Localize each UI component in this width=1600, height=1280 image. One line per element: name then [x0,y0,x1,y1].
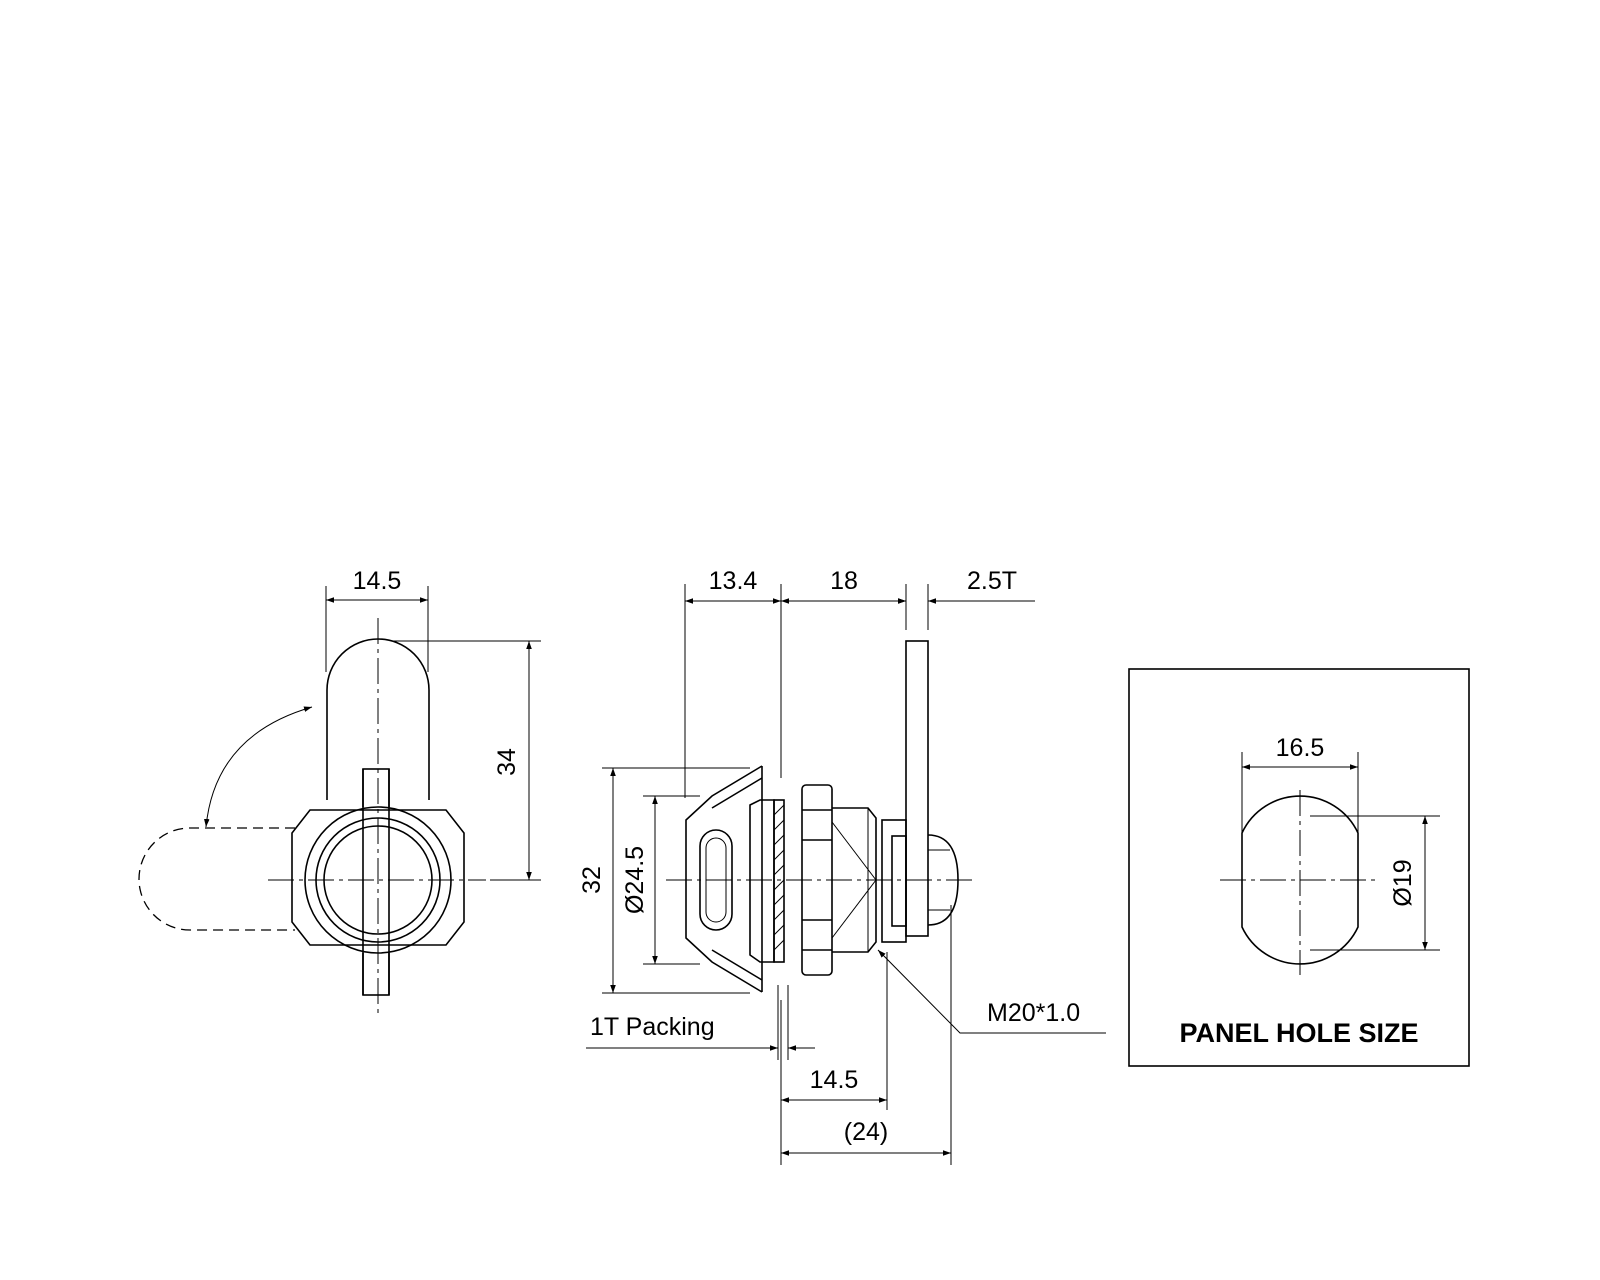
panel-hole-size: 16.5 Ø19 PANEL HOLE SIZE [1128,668,1470,1067]
dim-14-5-bottom: 14.5 [810,1066,859,1094]
cam-bar [362,768,390,996]
dim-32: 32 [578,866,606,894]
front-height-dim: 34 [493,748,521,776]
packing-hatch [773,804,785,951]
panel-hole-title: PANEL HOLE SIZE [1179,1018,1418,1048]
thread-label: M20*1.0 [987,999,1080,1027]
hex-nut [291,809,465,946]
face-cap [685,765,763,993]
rotation-arrow [203,706,313,828]
panel-diameter-dim: Ø19 [1389,859,1417,906]
dim-13-4: 13.4 [709,567,758,595]
side-view: 13.4 18 2.5T 32 Ø24.5 1T Packing M20*1.0… [578,567,1106,1165]
front-width-dim: 14.5 [353,567,402,595]
dim-diameter-24-5: Ø24.5 [621,846,649,914]
panel-hole-outline [1241,795,1359,965]
panel-width-dim: 16.5 [1276,734,1325,762]
dim-24: (24) [844,1118,888,1146]
dim-2-5t: 2.5T [967,567,1017,595]
cam-plate [905,640,929,937]
packing-label: 1T Packing [590,1013,715,1041]
dim-18: 18 [830,567,858,595]
cam-rotated-dashed [138,827,295,931]
panel-hole-frame [1128,668,1470,1067]
front-view: 14.5 34 [138,567,541,1017]
packing [773,799,785,963]
